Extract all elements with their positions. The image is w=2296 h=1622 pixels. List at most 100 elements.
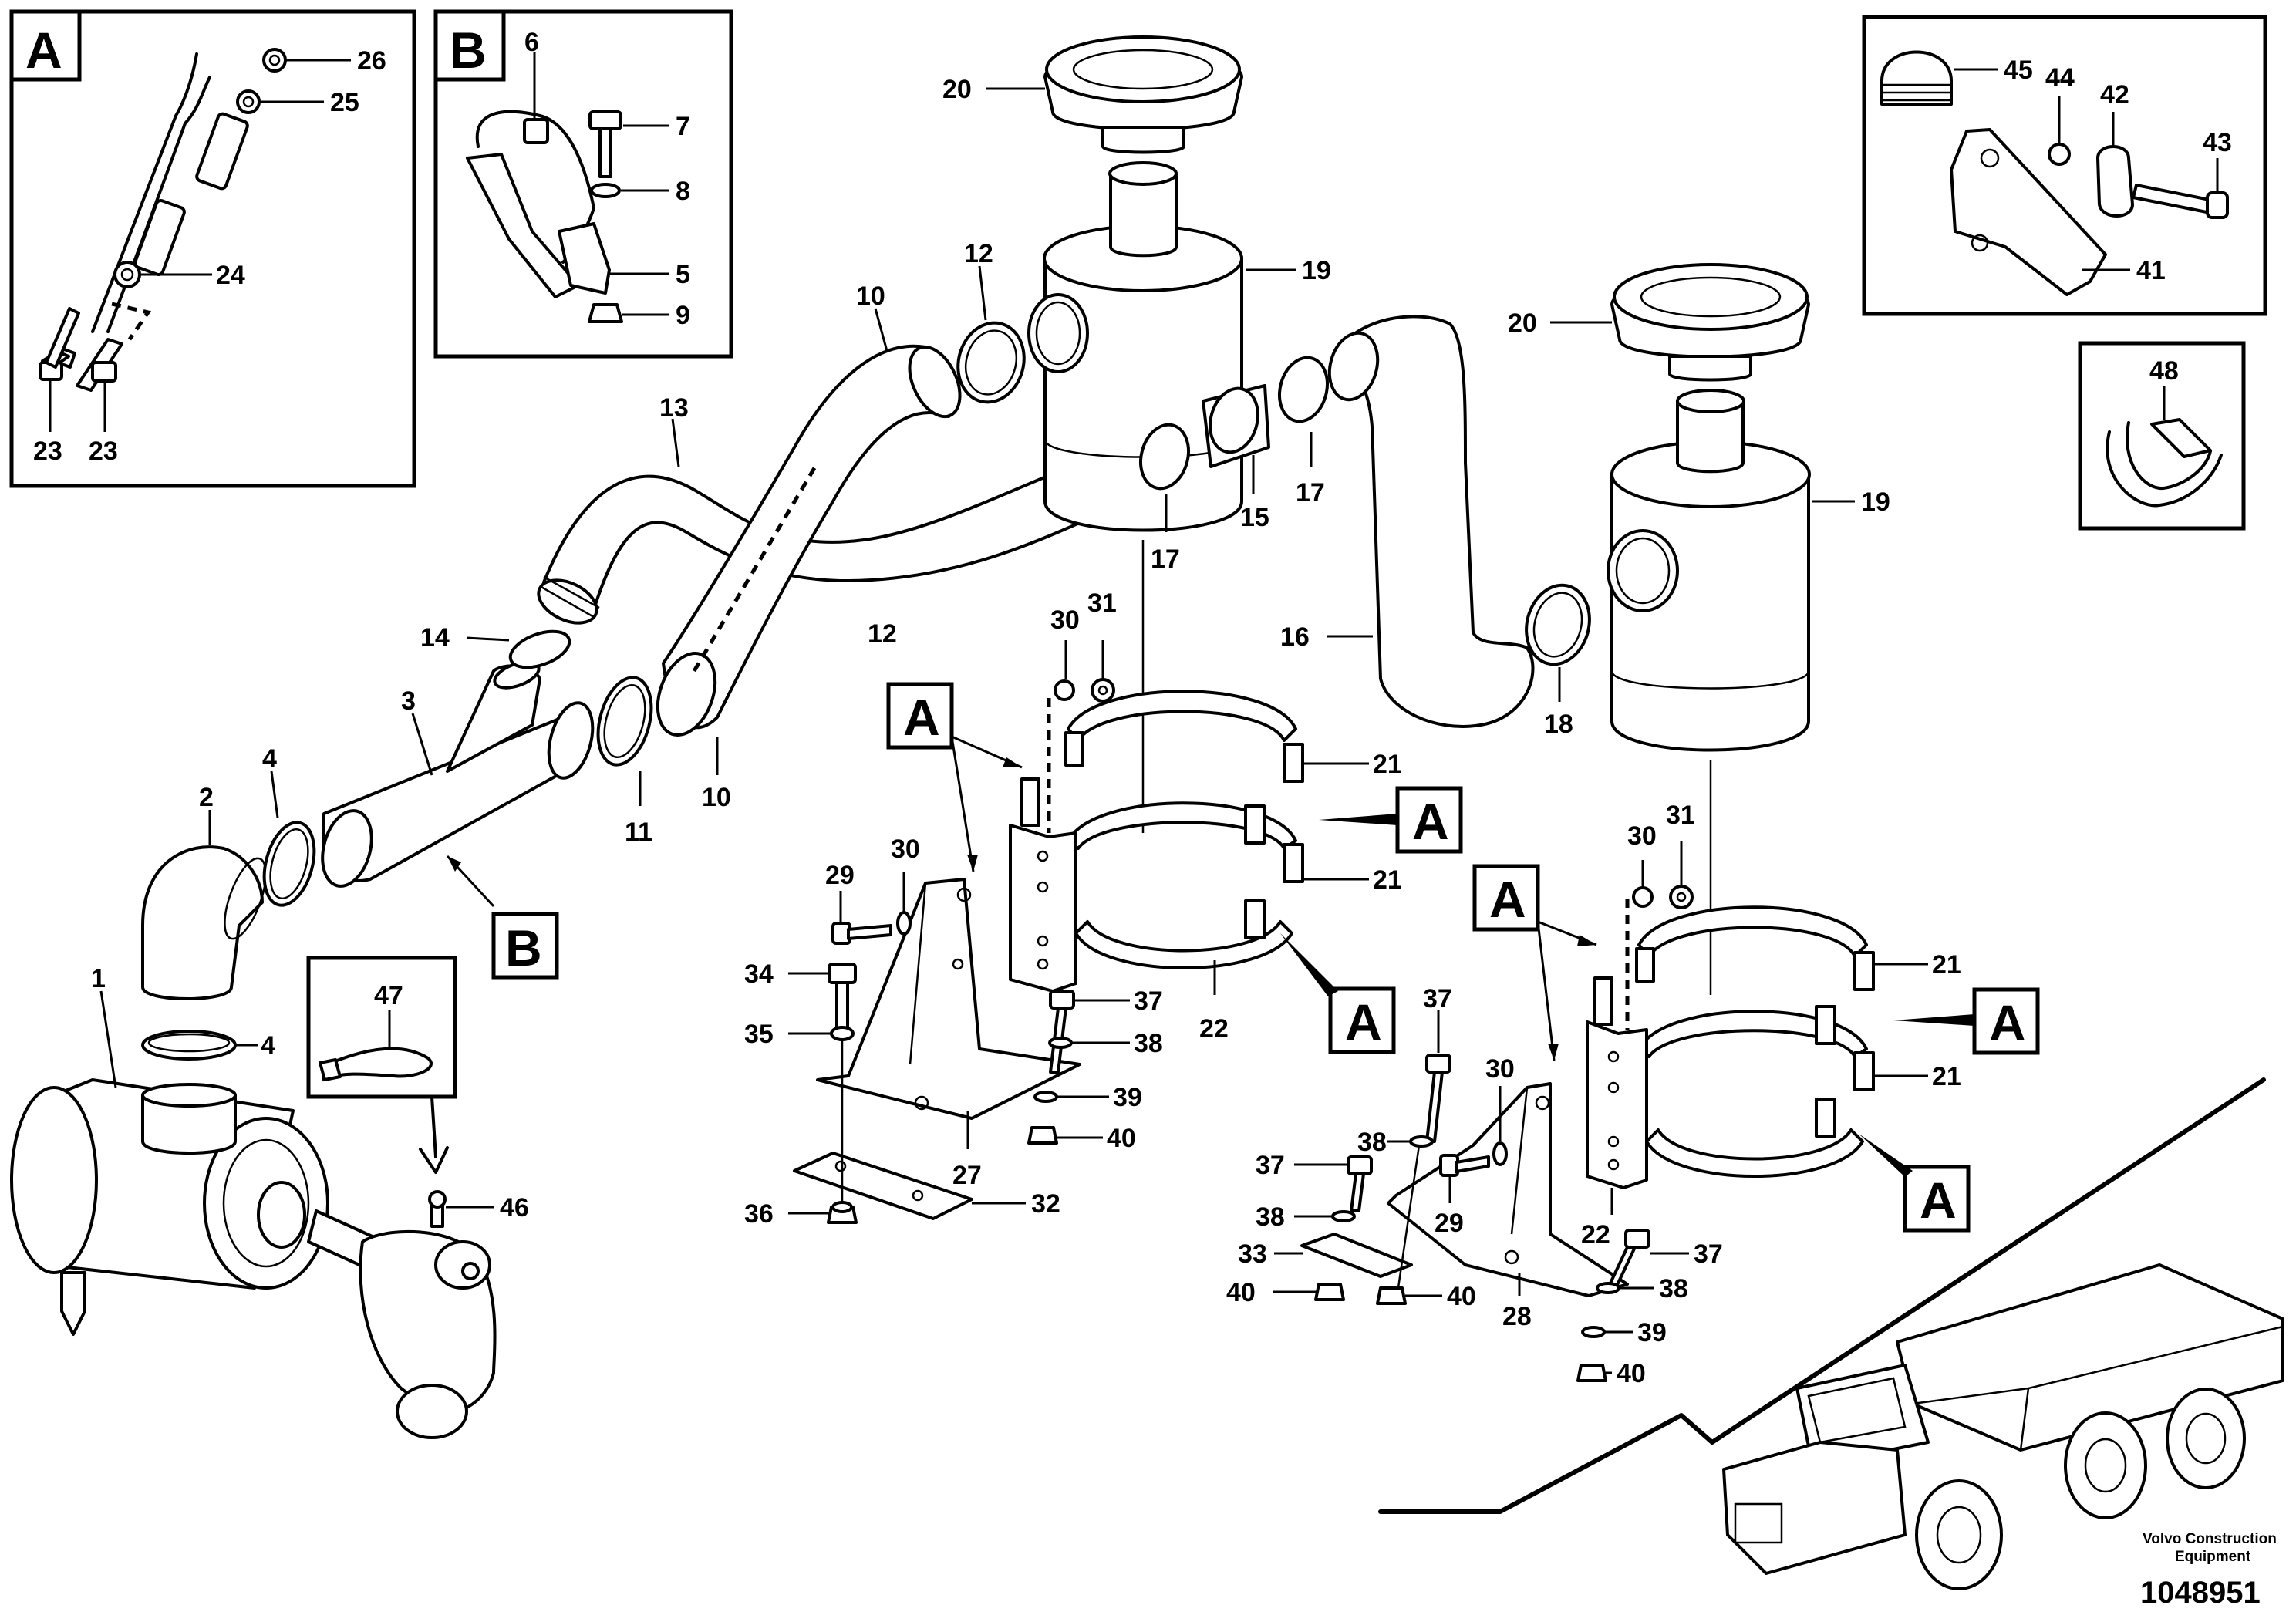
detail-box-tie: 47 bbox=[306, 956, 457, 1174]
detail-box-clip: 48 bbox=[2078, 341, 2246, 531]
detail-box-bracket: 45 44 42 43 41 bbox=[1862, 15, 2267, 316]
label-23b: 23 bbox=[89, 437, 118, 466]
label-6: 6 bbox=[524, 28, 539, 57]
label-39b: 39 bbox=[1637, 1318, 1667, 1347]
label-38b: 38 bbox=[1357, 1128, 1387, 1157]
label-46: 46 bbox=[500, 1193, 529, 1222]
label-21a: 21 bbox=[1373, 750, 1402, 779]
gasket-14: 14 bbox=[420, 623, 571, 669]
label-37d: 37 bbox=[1694, 1239, 1723, 1269]
ref-a-right-top: A bbox=[1472, 864, 1597, 1061]
label-48: 48 bbox=[2149, 356, 2179, 386]
label-20a: 20 bbox=[942, 75, 972, 104]
label-10a: 10 bbox=[856, 282, 885, 311]
cap-20-left: 20 bbox=[942, 35, 1243, 154]
label-22a: 22 bbox=[1199, 1014, 1229, 1044]
ref-a1: A bbox=[903, 689, 940, 746]
label-5: 5 bbox=[676, 260, 690, 289]
detail-box-a-letter: A bbox=[25, 22, 62, 79]
label-22b: 22 bbox=[1581, 1220, 1610, 1249]
hose-10: 10 10 bbox=[656, 282, 962, 812]
brand-line-2: Equipment bbox=[2175, 1549, 2251, 1565]
label-15: 15 bbox=[1240, 503, 1269, 532]
ref-a-left-top: A bbox=[886, 682, 1023, 872]
clamp-4-lower: 4 bbox=[141, 1030, 275, 1061]
label-19b: 19 bbox=[1861, 487, 1890, 517]
label-4a: 4 bbox=[262, 744, 277, 774]
label-21c: 21 bbox=[1932, 950, 1961, 980]
label-21d: 21 bbox=[1932, 1062, 1961, 1091]
label-33: 33 bbox=[1238, 1239, 1267, 1269]
detail-box-b-letter: B bbox=[450, 22, 487, 79]
label-36: 36 bbox=[744, 1199, 774, 1229]
label-29a: 29 bbox=[825, 861, 855, 890]
label-40c: 40 bbox=[1447, 1282, 1476, 1311]
clamp-12: 12 12 bbox=[868, 239, 1026, 649]
label-10b: 10 bbox=[702, 783, 731, 812]
clamp-11: 11 bbox=[596, 676, 653, 847]
ref-a-right-bottom: A bbox=[1859, 1134, 1971, 1233]
ref-a-left-side: A bbox=[1319, 786, 1463, 854]
label-34: 34 bbox=[744, 959, 774, 989]
cap-20-right: 20 bbox=[1508, 263, 1810, 382]
label-26: 26 bbox=[357, 46, 386, 76]
label-2: 2 bbox=[199, 783, 214, 812]
label-41: 41 bbox=[2136, 256, 2166, 285]
label-31b: 31 bbox=[1666, 801, 1695, 830]
label-30b: 30 bbox=[891, 835, 920, 864]
label-43: 43 bbox=[2203, 128, 2232, 157]
ref-a-right-side: A bbox=[1893, 987, 2040, 1055]
label-40a: 40 bbox=[1107, 1124, 1136, 1153]
label-38d: 38 bbox=[1659, 1274, 1688, 1303]
ref-a6: A bbox=[1920, 1172, 1957, 1229]
label-16: 16 bbox=[1280, 622, 1310, 652]
label-42: 42 bbox=[2100, 80, 2129, 110]
label-37a: 37 bbox=[1134, 986, 1163, 1016]
ref-a5: A bbox=[1989, 994, 2026, 1051]
label-47: 47 bbox=[374, 981, 403, 1010]
support-assembly-right: 21 21 22 30 31 28 33 29 30 bbox=[1226, 801, 1961, 1388]
label-13: 13 bbox=[659, 393, 689, 423]
label-37c: 37 bbox=[1256, 1151, 1285, 1180]
label-45: 45 bbox=[2004, 56, 2033, 85]
label-38a: 38 bbox=[1134, 1029, 1163, 1058]
label-8: 8 bbox=[676, 177, 690, 206]
label-30c: 30 bbox=[1627, 821, 1657, 851]
label-38c: 38 bbox=[1256, 1202, 1285, 1232]
label-14: 14 bbox=[420, 623, 450, 653]
label-37b: 37 bbox=[1423, 984, 1452, 1013]
label-19a: 19 bbox=[1302, 256, 1331, 285]
label-4b: 4 bbox=[261, 1031, 275, 1061]
label-29b: 29 bbox=[1435, 1209, 1464, 1238]
label-28: 28 bbox=[1502, 1302, 1532, 1331]
detail-box-a: A 26 25 24 23 23 bbox=[9, 9, 416, 488]
label-7: 7 bbox=[676, 112, 690, 141]
hose-16: 16 bbox=[1280, 315, 1535, 728]
air-filter-19-right: 19 bbox=[1607, 389, 1890, 752]
label-25: 25 bbox=[330, 88, 359, 117]
doc-number: 1048951 bbox=[2140, 1576, 2261, 1610]
ref-a3: A bbox=[1345, 993, 1382, 1050]
pipe-3: 4 3 B bbox=[262, 660, 595, 980]
label-1: 1 bbox=[91, 964, 106, 993]
label-12a: 12 bbox=[964, 239, 993, 268]
connector-15: 15 17 17 bbox=[1139, 356, 1329, 574]
label-24: 24 bbox=[216, 261, 245, 290]
label-3: 3 bbox=[401, 686, 416, 716]
air-cleaner-1: 1 46 bbox=[10, 964, 529, 1439]
brand-line-1: Volvo Construction bbox=[2143, 1531, 2277, 1547]
label-21b: 21 bbox=[1373, 865, 1402, 895]
label-31a: 31 bbox=[1087, 588, 1117, 618]
label-20b: 20 bbox=[1508, 309, 1537, 338]
ref-a4: A bbox=[1489, 871, 1526, 928]
label-9: 9 bbox=[676, 301, 690, 330]
label-18: 18 bbox=[1544, 710, 1573, 739]
elbow-2: 2 bbox=[141, 783, 267, 1000]
label-17a: 17 bbox=[1296, 478, 1325, 508]
label-30a: 30 bbox=[1050, 605, 1080, 635]
label-11: 11 bbox=[625, 818, 652, 847]
label-32: 32 bbox=[1031, 1189, 1060, 1219]
support-assembly-left: 21 21 22 30 31 27 32 29 30 bbox=[744, 588, 1402, 1229]
label-27: 27 bbox=[952, 1161, 982, 1190]
